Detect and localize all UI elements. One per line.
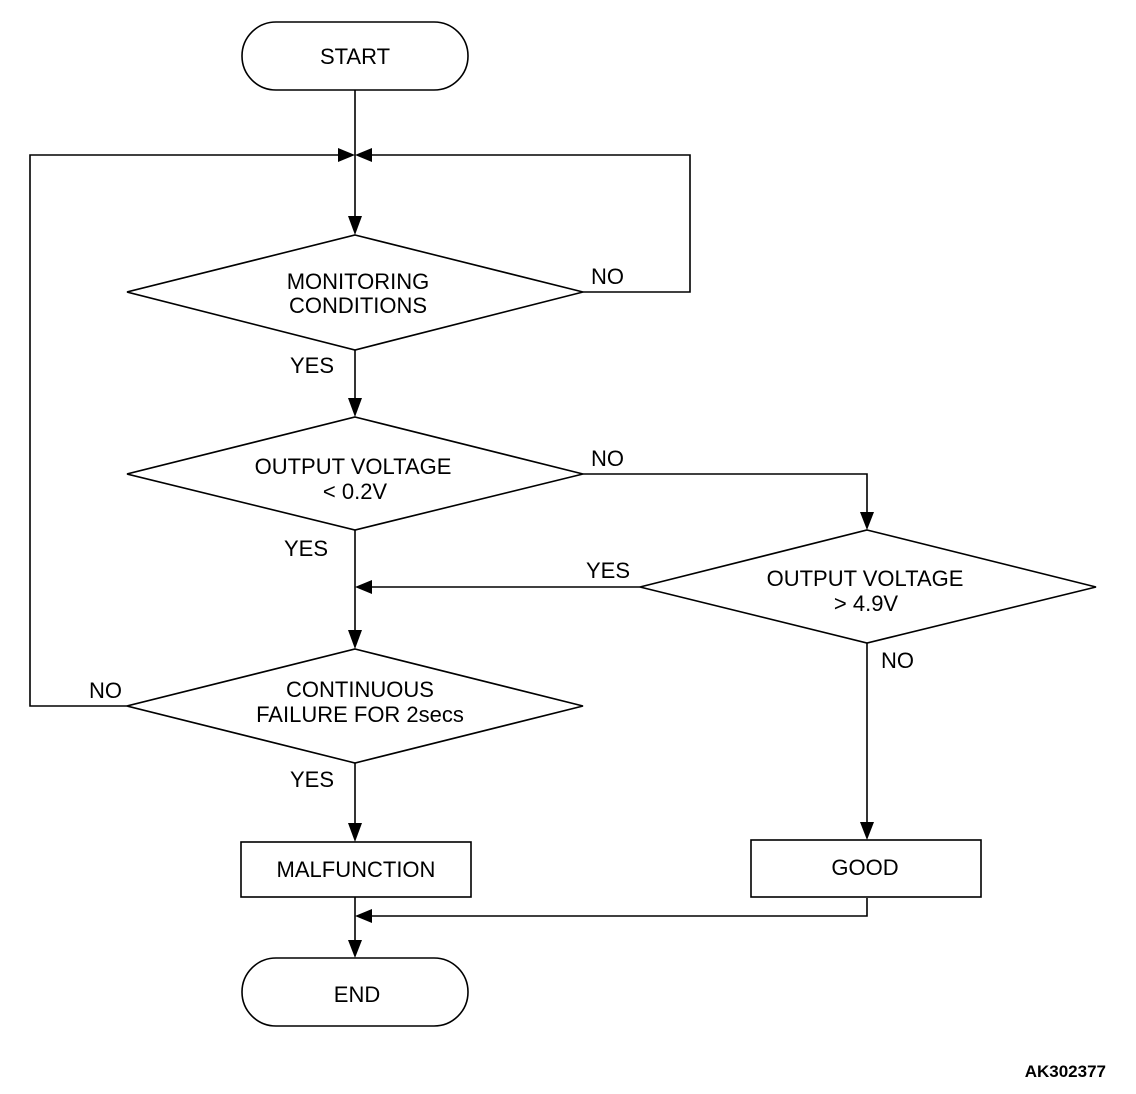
- malfunction-label: MALFUNCTION: [277, 857, 436, 882]
- monitoring-label-line1: MONITORING: [287, 269, 430, 294]
- arrowhead-left: [355, 580, 372, 594]
- arrowhead-down: [860, 822, 874, 840]
- continuous-label-line1: CONTINUOUS: [286, 677, 434, 702]
- arrowhead-left: [355, 909, 372, 923]
- connector-good-to-end: [372, 898, 868, 917]
- good-box: [750, 839, 982, 898]
- connector-monitoring-no-loop: [372, 154, 691, 293]
- arrowhead-down: [348, 823, 362, 842]
- monitoring-no-label: NO: [591, 264, 624, 289]
- continuous-yes-label: YES: [290, 767, 334, 792]
- continuous-no-label: NO: [89, 678, 122, 703]
- output-voltage-low-decision: [126, 416, 584, 531]
- arrowhead-down: [348, 398, 362, 417]
- continuous-failure-decision: [126, 648, 584, 764]
- low-voltage-no-label: NO: [591, 446, 624, 471]
- high-voltage-no-label: NO: [881, 648, 914, 673]
- end-terminal: [241, 957, 469, 1027]
- continuous-label-line2: FAILURE FOR 2secs: [256, 702, 464, 727]
- end-label: END: [334, 982, 380, 1007]
- monitoring-label-line2: CONDITIONS: [289, 293, 427, 318]
- malfunction-box: [240, 841, 472, 898]
- arrowhead-right: [338, 148, 355, 162]
- arrowhead-down: [348, 216, 362, 235]
- arrowhead-down: [348, 940, 362, 958]
- start-label: START: [320, 44, 390, 69]
- good-label: GOOD: [831, 855, 898, 880]
- high-voltage-label-line2: > 4.9V: [834, 591, 899, 616]
- connector-continuous-no-loop: [29, 154, 338, 707]
- low-voltage-label-line2: < 0.2V: [323, 479, 388, 504]
- arrowheads: [338, 148, 874, 958]
- low-voltage-yes-label: YES: [284, 536, 328, 561]
- connector-low-no: [583, 473, 868, 512]
- connectors: [29, 90, 868, 940]
- output-voltage-high-decision: [639, 529, 1097, 644]
- arrowhead-down: [348, 630, 362, 649]
- arrowhead-down: [860, 512, 874, 530]
- high-voltage-yes-label: YES: [586, 558, 630, 583]
- monitoring-conditions-decision: [126, 234, 584, 351]
- figure-code: AK302377: [1025, 1062, 1106, 1081]
- arrowhead-left: [355, 148, 372, 162]
- start-terminal: [241, 21, 469, 91]
- low-voltage-label-line1: OUTPUT VOLTAGE: [255, 454, 452, 479]
- monitoring-yes-label: YES: [290, 353, 334, 378]
- high-voltage-label-line1: OUTPUT VOLTAGE: [767, 566, 964, 591]
